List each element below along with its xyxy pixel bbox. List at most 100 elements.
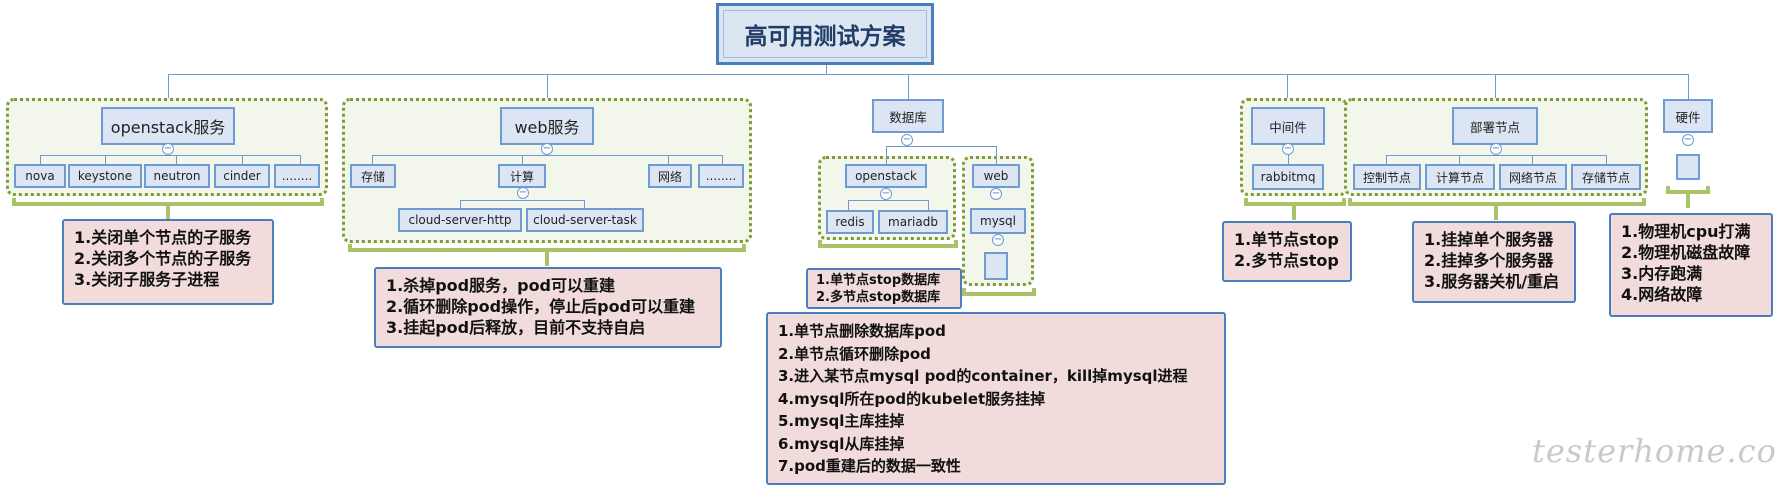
note-line: 4.mysql所在pod的kubelet服务挂掉: [778, 389, 1046, 408]
bracket-stem: [1686, 194, 1690, 208]
openstack-child-keystone[interactable]: keystone: [68, 164, 142, 188]
bracket-db-openstack: [818, 240, 958, 248]
connector: [886, 146, 887, 164]
notes-web: 1.杀掉pod服务，pod可以重建 2.循环删除pod操作，停止后pod可以重建…: [374, 267, 722, 348]
note-line: 1.挂掉单个服务器: [1424, 230, 1554, 249]
connector: [722, 155, 723, 165]
root-title[interactable]: 高可用测试方案: [716, 3, 934, 65]
note-line: 2.循环删除pod操作，停止后pod可以重建: [386, 297, 696, 316]
branch-database[interactable]: 数据库: [872, 99, 944, 133]
deploy-children-line: [1386, 155, 1606, 156]
bracket-deploy: [1348, 198, 1646, 206]
compute-children-line: [460, 200, 584, 201]
branch-stem-hardware: [1688, 74, 1689, 100]
openstack-child-cinder[interactable]: cinder: [214, 164, 270, 188]
connector: [105, 155, 106, 165]
branch-middleware[interactable]: 中间件: [1251, 107, 1325, 145]
db-redis[interactable]: redis: [826, 210, 874, 234]
note-line: 2.单节点循环删除pod: [778, 344, 931, 363]
connector: [1386, 155, 1387, 165]
collapse-icon[interactable]: −: [162, 143, 174, 155]
connector: [242, 155, 243, 165]
web-child-storage[interactable]: 存储: [350, 164, 396, 188]
db-mysql[interactable]: mysql: [970, 208, 1026, 234]
collapse-icon[interactable]: −: [541, 143, 553, 155]
deploy-child-network[interactable]: 网络节点: [1499, 164, 1567, 190]
db-web[interactable]: web: [972, 164, 1020, 188]
collapse-icon[interactable]: −: [1682, 134, 1694, 146]
db-mariadb[interactable]: mariadb: [878, 210, 948, 234]
connector: [928, 200, 929, 210]
compute-child-http[interactable]: cloud-server-http: [398, 208, 522, 232]
branch-stem-openstack: [168, 74, 169, 106]
collapse-icon[interactable]: −: [901, 134, 913, 146]
note-line: 2.多节点stop: [1234, 251, 1339, 270]
note-line: 7.pod重建后的数据一致性: [778, 457, 961, 475]
note-line: 3.关闭子服务子进程: [74, 270, 220, 289]
note-line: 1.关闭单个节点的子服务: [74, 228, 252, 247]
openstack-child-neutron[interactable]: neutron: [144, 164, 210, 188]
branch-openstack[interactable]: openstack服务: [101, 107, 235, 145]
compute-child-task[interactable]: cloud-server-task: [526, 208, 644, 232]
connector: [1288, 155, 1289, 165]
connector: [300, 155, 301, 165]
branch-stem-middleware: [1287, 74, 1288, 106]
note-line: 2.物理机磁盘故障: [1621, 243, 1751, 262]
web-child-more[interactable]: ........: [698, 164, 744, 188]
collapse-icon[interactable]: −: [517, 187, 529, 199]
collapse-icon[interactable]: −: [1490, 143, 1502, 155]
note-line: 3.进入某节点mysql pod的container，kill掉mysql进程: [778, 367, 1188, 385]
branch-stem-database: [908, 74, 909, 100]
bracket-hardware: [1666, 186, 1710, 194]
collapse-icon[interactable]: −: [990, 188, 1002, 200]
openstack-child-nova[interactable]: nova: [14, 164, 66, 188]
notes-deploy: 1.挂掉单个服务器 2.挂掉多个服务器 3.服务器关机/重启: [1412, 221, 1576, 303]
note-line: 1.单节点删除数据库pod: [778, 322, 946, 340]
deploy-child-storage[interactable]: 存储节点: [1571, 164, 1641, 190]
note-line: 1.单节点stop数据库: [816, 273, 941, 288]
connector: [584, 200, 585, 208]
branch-stem-deploy: [1495, 74, 1496, 106]
deploy-child-compute[interactable]: 计算节点: [1425, 164, 1495, 190]
note-line: 3.服务器关机/重启: [1424, 272, 1560, 291]
branch-deploy[interactable]: 部署节点: [1452, 107, 1538, 145]
connector: [522, 155, 523, 165]
db-openstack[interactable]: openstack: [845, 164, 927, 188]
bracket-stem: [1494, 206, 1498, 220]
watermark: testerhome.com: [1532, 432, 1778, 470]
db-mysql-placeholder[interactable]: [984, 252, 1008, 280]
web-child-compute[interactable]: 计算: [498, 164, 546, 188]
connector: [848, 200, 849, 210]
branch-web[interactable]: web服务: [500, 107, 594, 145]
note-line: 1.物理机cpu打满: [1621, 222, 1751, 241]
collapse-icon[interactable]: −: [992, 234, 1004, 246]
connector: [460, 200, 461, 208]
note-line: 1.单节点stop: [1234, 230, 1339, 249]
web-child-network[interactable]: 网络: [648, 164, 692, 188]
connector: [1606, 155, 1607, 165]
deploy-child-control[interactable]: 控制节点: [1353, 164, 1421, 190]
note-line: 1.杀掉pod服务，pod可以重建: [386, 276, 616, 295]
bracket-db-web: [962, 288, 1036, 296]
connector: [176, 155, 177, 165]
notes-openstack: 1.关闭单个节点的子服务 2.关闭多个节点的子服务 3.关闭子服务子进程: [62, 219, 274, 305]
note-line: 3.挂起pod后释放，目前不支持自启: [386, 318, 646, 337]
connector: [372, 155, 373, 165]
note-line: 3.内存跑满: [1621, 264, 1703, 283]
bracket-stem: [1292, 206, 1296, 220]
note-line: 2.关闭多个节点的子服务: [74, 249, 252, 268]
collapse-icon[interactable]: −: [880, 188, 892, 200]
openstack-child-more[interactable]: ........: [274, 164, 320, 188]
note-line: 6.mysql从库挂掉: [778, 434, 905, 453]
note-line: 5.mysql主库挂掉: [778, 412, 905, 430]
bracket-stem: [166, 206, 170, 220]
notes-db-small: 1.单节点stop数据库 2.多节点stop数据库: [806, 268, 962, 309]
branch-hardware[interactable]: 硬件: [1663, 99, 1713, 133]
collapse-icon[interactable]: −: [1282, 143, 1294, 155]
connector: [668, 155, 669, 165]
bracket-stem: [545, 252, 549, 266]
middleware-child-rabbitmq[interactable]: rabbitmq: [1252, 164, 1324, 190]
web-children-line: [372, 155, 722, 156]
hardware-placeholder[interactable]: [1676, 154, 1700, 180]
bracket-web: [348, 244, 746, 252]
